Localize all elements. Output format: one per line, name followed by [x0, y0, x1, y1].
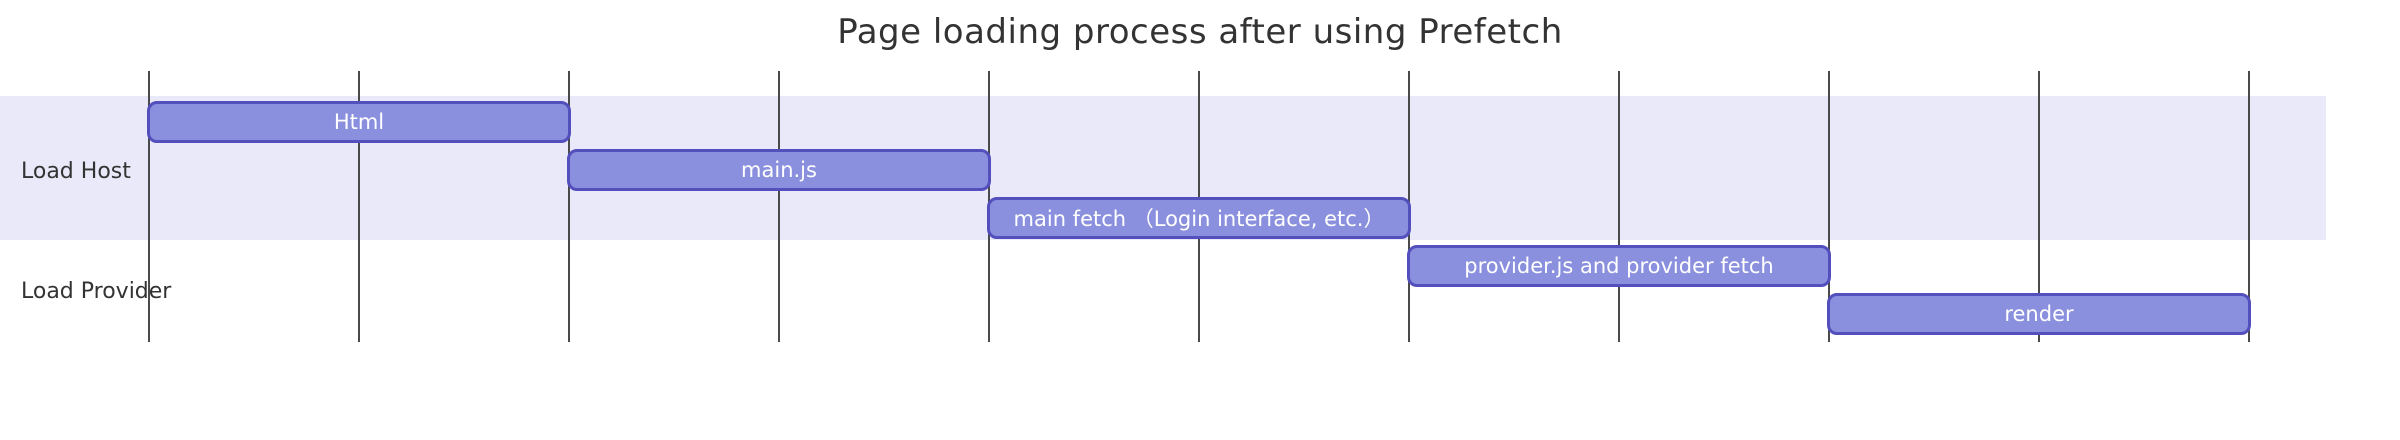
grid-tick-line	[2038, 71, 2040, 342]
chart-title: Page loading process after using Prefetc…	[837, 12, 1563, 52]
task-bar-label: provider.js and provider fetch	[1464, 254, 1774, 278]
task-bar-label: render	[2004, 302, 2074, 326]
grid-tick-line	[1828, 71, 1830, 342]
grid-tick-line	[1618, 71, 1620, 342]
task-bar: Html	[147, 101, 571, 143]
grid-tick-line	[358, 71, 360, 342]
task-bar-label: Html	[333, 110, 385, 134]
section-label: Load Host	[21, 159, 131, 184]
task-bar: provider.js and provider fetch	[1407, 245, 1831, 287]
task-bar: render	[1827, 293, 2251, 335]
task-bar-label: main.js	[741, 158, 817, 182]
task-bar-label: main fetch （Login interface, etc.）	[1013, 207, 1385, 231]
grid-tick-line	[148, 71, 150, 342]
task-bar: main.js	[567, 149, 991, 191]
section-label: Load Provider	[21, 279, 172, 304]
grid-tick-line	[568, 71, 570, 342]
grid-tick-line	[778, 71, 780, 342]
task-bar: main fetch （Login interface, etc.）	[987, 197, 1411, 239]
grid-tick-line	[2248, 71, 2250, 342]
